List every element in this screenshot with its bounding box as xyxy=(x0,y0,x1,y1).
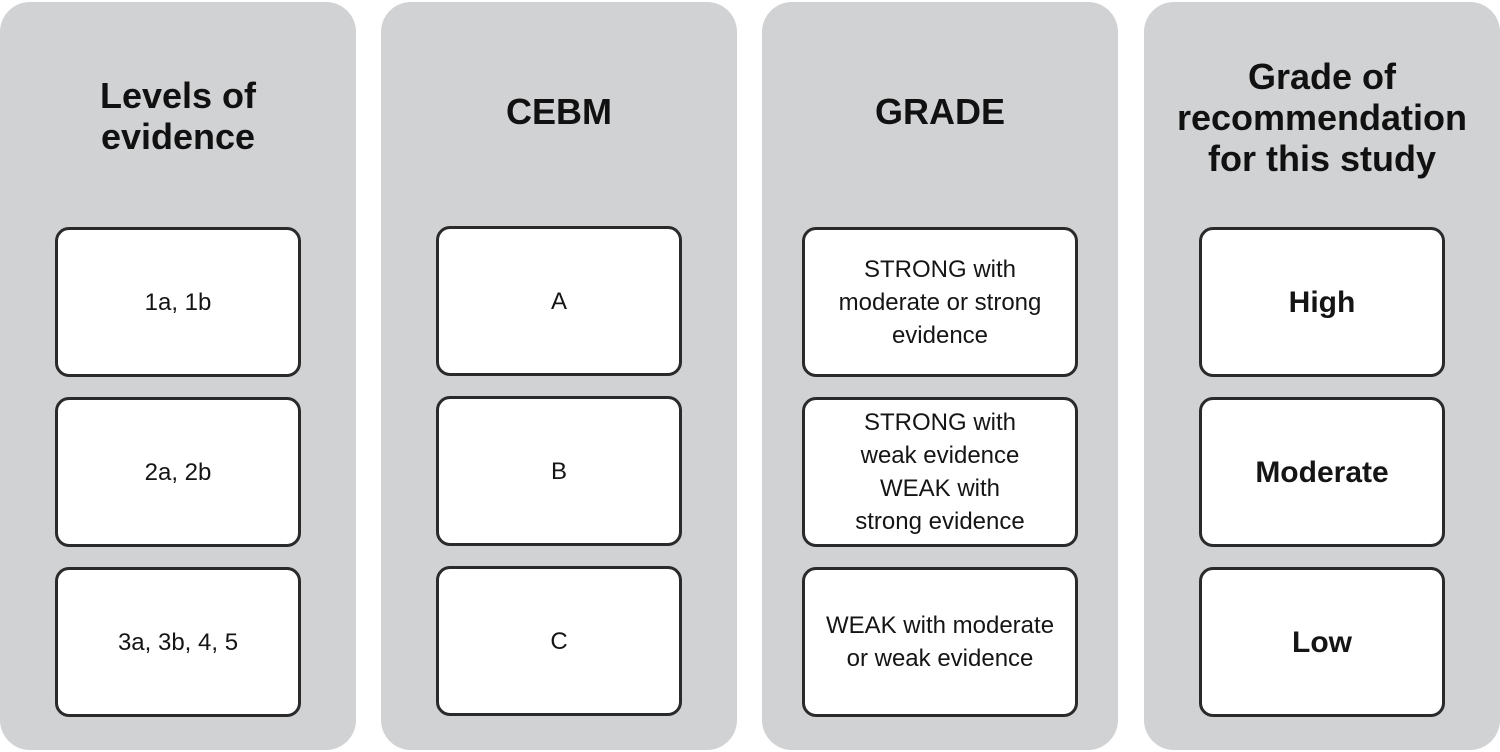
box-text: or weak evidence xyxy=(846,645,1034,672)
column-title-line: for this study xyxy=(1207,137,1436,179)
column-title-line: CEBM xyxy=(506,90,612,132)
evidence-level-box: 1a, 1b xyxy=(55,227,301,377)
box-text: STRONG with xyxy=(863,255,1016,283)
box-text: Low xyxy=(1292,625,1352,659)
column-title-line: GRADE xyxy=(874,90,1005,132)
column-title-line: evidence xyxy=(100,116,256,157)
box-text: evidence xyxy=(891,321,989,349)
cebm-grade-box: B xyxy=(436,396,682,546)
evidence-level-box: 3a, 3b, 4, 5 xyxy=(55,567,301,717)
grade-box: STRONG with moderate or strong evidence xyxy=(802,227,1078,377)
box-text: WEAK with xyxy=(879,475,1001,502)
column-title-line: Grade of xyxy=(1247,55,1397,97)
cebm-grade-box: A xyxy=(436,226,682,376)
box-text: WEAK with moderate xyxy=(825,612,1055,639)
box-text: C xyxy=(550,627,568,655)
box-text: A xyxy=(550,287,567,315)
grade-box: STRONG with weak evidence WEAK with stro… xyxy=(802,397,1078,547)
box-text: strong evidence xyxy=(855,508,1025,535)
column-levels-of-evidence: Levels of evidence 1a, 1b 2a, 2b 3a, 3b,… xyxy=(0,2,356,750)
column-title-line: recommendation xyxy=(1176,96,1468,138)
box-text: 1a, 1b xyxy=(144,288,212,316)
column-title: CEBM xyxy=(381,88,737,134)
box-text: High xyxy=(1288,285,1356,319)
box-text: Moderate xyxy=(1255,455,1389,489)
recommendation-box: High xyxy=(1199,227,1445,377)
column-grade: GRADE STRONG with moderate or strong evi… xyxy=(762,2,1118,750)
box-text: moderate or strong xyxy=(838,288,1042,316)
cebm-grade-box: C xyxy=(436,566,682,716)
recommendation-box: Moderate xyxy=(1199,397,1445,547)
column-cebm: CEBM A B C xyxy=(381,2,737,750)
recommendation-box: Low xyxy=(1199,567,1445,717)
column-title: Levels of evidence xyxy=(0,68,356,164)
box-text: 2a, 2b xyxy=(144,458,212,486)
box-text: weak evidence xyxy=(860,442,1020,469)
box-text: B xyxy=(550,457,567,485)
column-title: GRADE xyxy=(762,88,1118,134)
box-text: STRONG with xyxy=(863,409,1016,436)
box-text: 3a, 3b, 4, 5 xyxy=(117,628,239,656)
column-recommendation: Grade of recommendation for this study H… xyxy=(1144,2,1500,750)
column-title-line: Levels of xyxy=(99,75,257,116)
evidence-level-box: 2a, 2b xyxy=(55,397,301,547)
column-title: Grade of recommendation for this study xyxy=(1144,52,1500,182)
grade-box: WEAK with moderate or weak evidence xyxy=(802,567,1078,717)
